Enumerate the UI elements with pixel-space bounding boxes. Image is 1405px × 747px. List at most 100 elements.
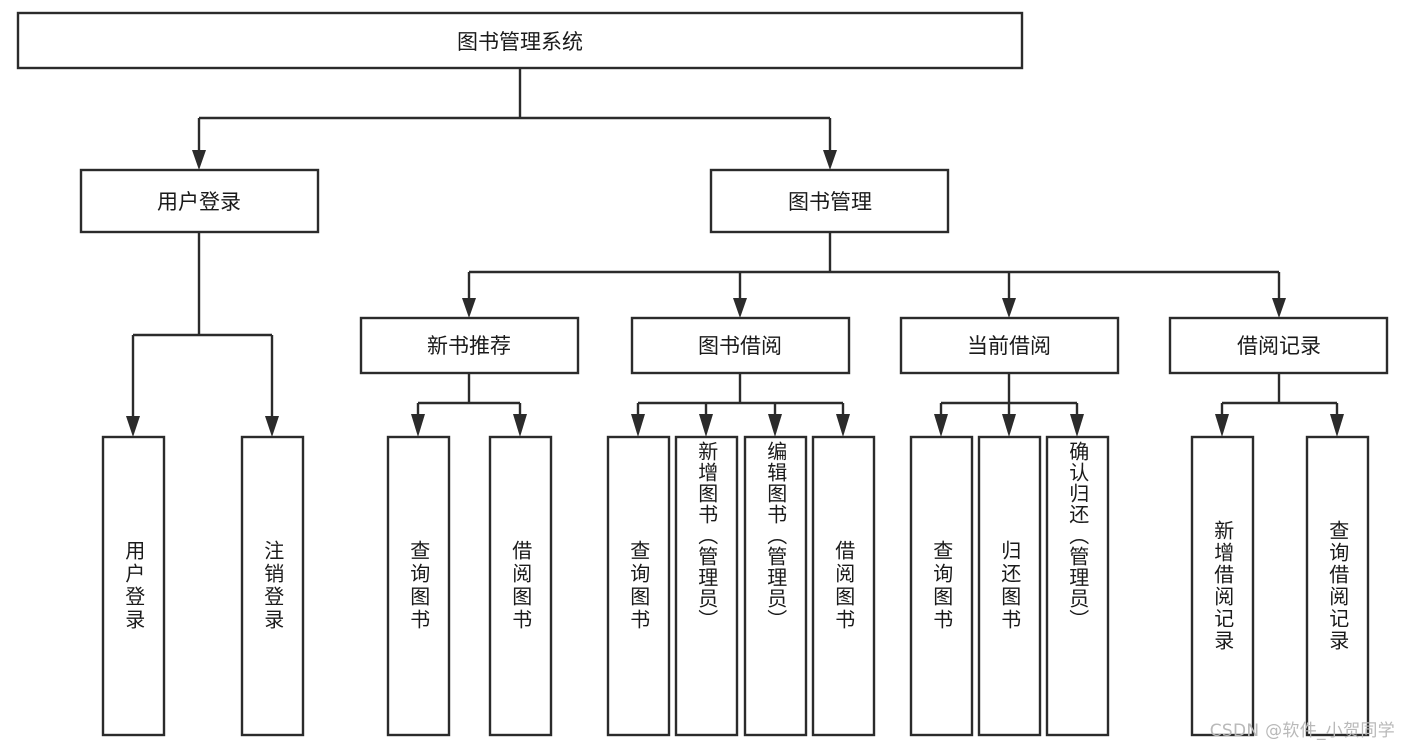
arrow-head-leaf-user-logout bbox=[265, 416, 279, 437]
node-leaf-edit-book[interactable] bbox=[743, 435, 808, 737]
node-user-login[interactable]: 用户登录 bbox=[79, 168, 320, 234]
arrow-head-leaf-borrow-book-b bbox=[836, 414, 850, 437]
node-book-manage-box[interactable] bbox=[709, 168, 950, 234]
node-current-borrow-label: 当前借阅 bbox=[967, 334, 1051, 358]
node-leaf-query-record-label-wrap: 查询借阅记录 bbox=[1307, 437, 1368, 735]
node-leaf-user-login-label-wrap: 用户登录 bbox=[103, 437, 164, 735]
node-user-login-label: 用户登录 bbox=[157, 190, 241, 214]
node-leaf-return-book-box[interactable] bbox=[977, 435, 1042, 737]
arrow-head-leaf-query-book-a bbox=[411, 414, 425, 437]
node-leaf-query-record-label: 查询借阅记录 bbox=[1325, 520, 1350, 652]
node-leaf-query-book-a-box[interactable] bbox=[386, 435, 451, 737]
node-borrow-record[interactable]: 借阅记录 bbox=[1168, 316, 1389, 375]
arrow-head-current-borrow bbox=[1002, 298, 1016, 318]
node-leaf-user-logout-box[interactable] bbox=[240, 435, 305, 737]
arrow-head-user-login bbox=[192, 150, 206, 170]
node-new-book-rec[interactable]: 新书推荐 bbox=[359, 316, 580, 375]
arrow-head-book-borrow bbox=[733, 298, 747, 318]
arrow-head-leaf-confirm-return bbox=[1070, 414, 1084, 437]
node-current-borrow-box[interactable] bbox=[899, 316, 1120, 375]
arrow-head-leaf-query-book-b bbox=[631, 414, 645, 437]
node-leaf-query-book-b-label: 查询图书 bbox=[626, 540, 651, 632]
node-leaf-borrow-book-b-label-wrap: 借阅图书 bbox=[813, 437, 874, 735]
node-leaf-user-login-label: 用户登录 bbox=[121, 540, 146, 632]
connector-group-borrow-record bbox=[1215, 373, 1344, 437]
node-leaf-confirm-return-label-wrap: 确认归还（管理员） bbox=[1047, 441, 1108, 735]
node-root-box[interactable] bbox=[16, 11, 1024, 70]
node-leaf-query-book-c-label-wrap: 查询图书 bbox=[911, 437, 972, 735]
connector-group-root bbox=[192, 68, 837, 170]
connector-group-user-login bbox=[126, 232, 279, 437]
node-leaf-query-book-b-box[interactable] bbox=[606, 435, 671, 737]
node-leaf-query-book-c-box[interactable] bbox=[909, 435, 974, 737]
node-leaf-query-book-b-label-wrap: 查询图书 bbox=[608, 437, 669, 735]
node-leaf-user-login[interactable] bbox=[101, 435, 166, 737]
node-leaf-return-book-label-wrap: 归还图书 bbox=[979, 437, 1040, 735]
node-leaf-query-book-a[interactable] bbox=[386, 435, 451, 737]
node-leaf-borrow-book-a[interactable] bbox=[488, 435, 553, 737]
node-leaf-query-book-a-label: 查询图书 bbox=[406, 540, 431, 632]
node-leaf-edit-book-box[interactable] bbox=[743, 435, 808, 737]
node-leaf-borrow-book-a-label: 借阅图书 bbox=[508, 540, 533, 632]
node-borrow-record-label: 借阅记录 bbox=[1237, 334, 1321, 358]
node-leaf-add-book-label: 新增图书（管理员） bbox=[694, 441, 719, 630]
node-user-login-box[interactable] bbox=[79, 168, 320, 234]
arrow-head-leaf-return-book bbox=[1002, 414, 1016, 437]
node-leaf-borrow-book-b[interactable] bbox=[811, 435, 876, 737]
node-leaf-add-record-box[interactable] bbox=[1190, 435, 1255, 737]
node-leaf-user-logout[interactable] bbox=[240, 435, 305, 737]
arrow-head-book-manage bbox=[823, 150, 837, 170]
arrow-head-leaf-add-record bbox=[1215, 414, 1229, 437]
node-root[interactable]: 图书管理系统 bbox=[16, 11, 1024, 70]
node-current-borrow[interactable]: 当前借阅 bbox=[899, 316, 1120, 375]
node-leaf-add-book[interactable] bbox=[674, 435, 739, 737]
node-leaf-query-record[interactable] bbox=[1305, 435, 1370, 737]
node-leaf-user-logout-label: 注销登录 bbox=[260, 540, 285, 632]
node-new-book-rec-label: 新书推荐 bbox=[427, 334, 511, 358]
node-leaf-query-book-a-label-wrap: 查询图书 bbox=[388, 437, 449, 735]
node-leaf-borrow-book-b-label: 借阅图书 bbox=[831, 540, 856, 632]
node-leaf-add-record[interactable] bbox=[1190, 435, 1255, 737]
arrow-head-leaf-query-record bbox=[1330, 414, 1344, 437]
node-leaf-add-record-label: 新增借阅记录 bbox=[1210, 520, 1235, 652]
connector-group-book-borrow bbox=[631, 373, 850, 437]
node-book-borrow-label: 图书借阅 bbox=[698, 334, 782, 358]
node-root-label: 图书管理系统 bbox=[457, 30, 583, 54]
node-leaf-borrow-book-a-label-wrap: 借阅图书 bbox=[490, 437, 551, 735]
node-book-borrow-box[interactable] bbox=[630, 316, 851, 375]
node-leaf-user-login-box[interactable] bbox=[101, 435, 166, 737]
node-borrow-record-box[interactable] bbox=[1168, 316, 1389, 375]
node-leaf-return-book[interactable] bbox=[977, 435, 1042, 737]
node-leaf-borrow-book-a-box[interactable] bbox=[488, 435, 553, 737]
arrow-head-borrow-record bbox=[1272, 298, 1286, 318]
node-leaf-confirm-return[interactable] bbox=[1045, 435, 1110, 737]
connector-group-new-book-rec bbox=[411, 373, 527, 437]
node-leaf-add-record-label-wrap: 新增借阅记录 bbox=[1192, 437, 1253, 735]
arrow-head-leaf-user-login bbox=[126, 416, 140, 437]
node-leaf-user-logout-label-wrap: 注销登录 bbox=[242, 437, 303, 735]
node-book-manage-label: 图书管理 bbox=[788, 190, 872, 214]
node-leaf-query-record-box[interactable] bbox=[1305, 435, 1370, 737]
connector-group-current-borrow bbox=[934, 373, 1084, 437]
connector-group-book-manage bbox=[462, 232, 1286, 318]
node-leaf-confirm-return-box[interactable] bbox=[1045, 435, 1110, 737]
node-leaf-borrow-book-b-box[interactable] bbox=[811, 435, 876, 737]
node-leaf-query-book-b[interactable] bbox=[606, 435, 671, 737]
arrow-head-leaf-query-book-c bbox=[934, 414, 948, 437]
node-leaf-add-book-label-wrap: 新增图书（管理员） bbox=[676, 441, 737, 735]
node-book-borrow[interactable]: 图书借阅 bbox=[630, 316, 851, 375]
arrow-head-leaf-borrow-book-a bbox=[513, 414, 527, 437]
node-leaf-return-book-label: 归还图书 bbox=[997, 540, 1022, 632]
node-leaf-query-book-c-label: 查询图书 bbox=[929, 540, 954, 632]
node-leaf-add-book-box[interactable] bbox=[674, 435, 739, 737]
node-book-manage[interactable]: 图书管理 bbox=[709, 168, 950, 234]
node-new-book-rec-box[interactable] bbox=[359, 316, 580, 375]
arrow-head-new-book-rec bbox=[462, 298, 476, 318]
node-leaf-edit-book-label: 编辑图书（管理员） bbox=[763, 441, 788, 630]
node-leaf-query-book-c[interactable] bbox=[909, 435, 974, 737]
arrow-head-leaf-edit-book bbox=[768, 414, 782, 437]
node-leaf-edit-book-label-wrap: 编辑图书（管理员） bbox=[745, 441, 806, 735]
arrow-head-leaf-add-book bbox=[699, 414, 713, 437]
